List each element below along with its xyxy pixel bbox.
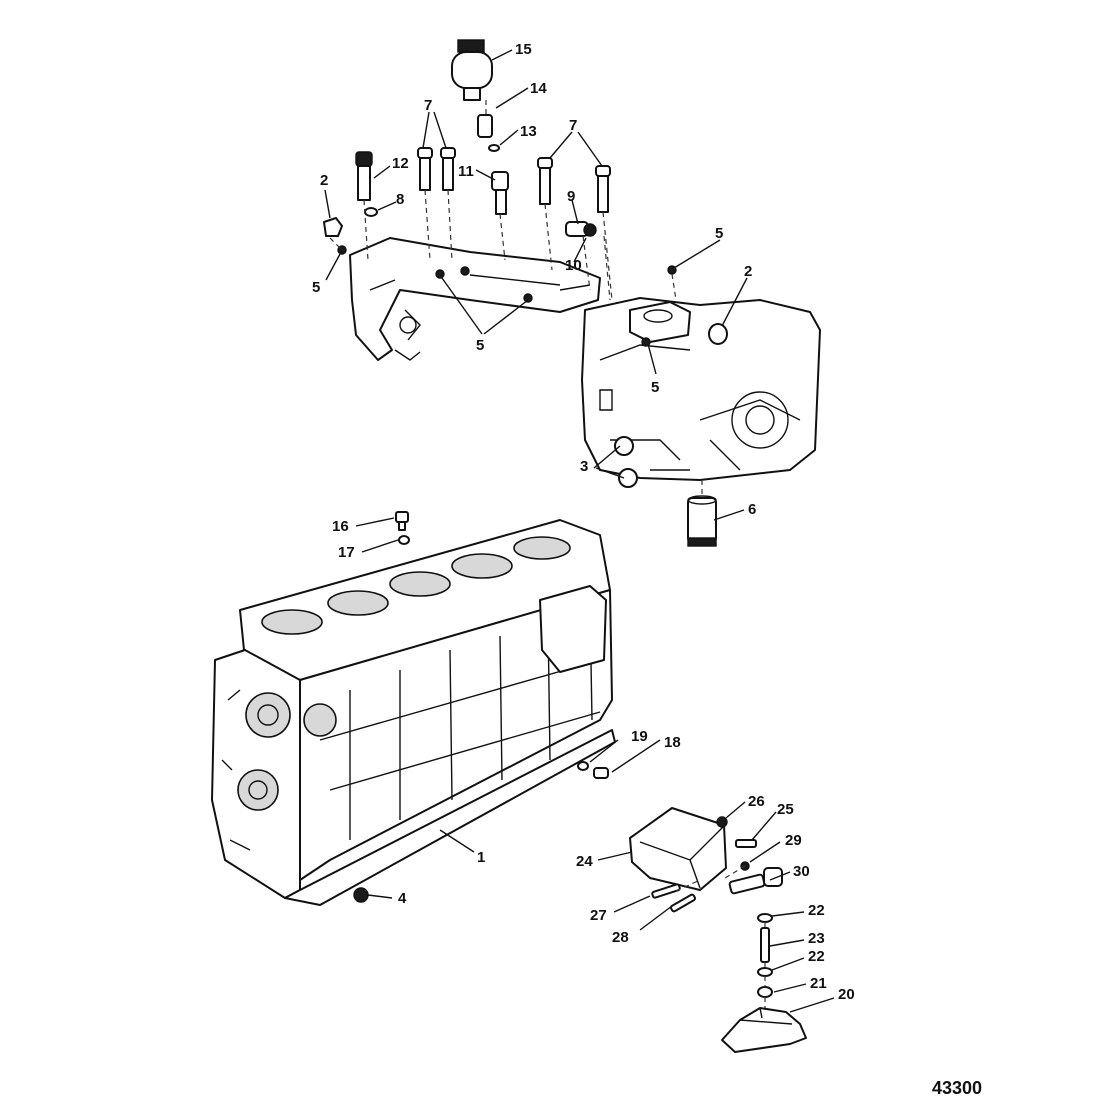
part-21-nut bbox=[757, 986, 773, 998]
callout-5-left: 5 bbox=[312, 279, 320, 296]
callout-18: 18 bbox=[664, 734, 681, 751]
callout-20: 20 bbox=[838, 986, 855, 1003]
callout-15: 15 bbox=[515, 41, 532, 58]
callout-2-left: 2 bbox=[320, 172, 328, 189]
callout-19: 19 bbox=[631, 728, 648, 745]
part-19-washer bbox=[577, 761, 589, 771]
callout-9: 9 bbox=[567, 188, 575, 205]
assembly-lines-mount bbox=[675, 865, 766, 1008]
part-23-bolt bbox=[760, 927, 770, 963]
part-5-plug-a bbox=[337, 245, 347, 255]
part-5-plug-c bbox=[460, 266, 470, 276]
part-16-bolt bbox=[395, 511, 409, 531]
callout-26: 26 bbox=[748, 793, 765, 810]
part-30-stud bbox=[728, 867, 783, 895]
callout-21: 21 bbox=[810, 975, 827, 992]
part-6-filter bbox=[687, 495, 717, 547]
part-12-plug bbox=[355, 151, 373, 201]
part-7-injectors-left bbox=[417, 147, 456, 191]
callout-14: 14 bbox=[530, 80, 547, 97]
part-3-plug-b bbox=[618, 468, 638, 488]
callout-1: 1 bbox=[477, 849, 485, 866]
part-20-mount bbox=[721, 1007, 807, 1053]
part-2-plug-left bbox=[323, 217, 343, 237]
callout-27: 27 bbox=[590, 907, 607, 924]
callout-5-center: 5 bbox=[476, 337, 484, 354]
callout-2-right: 2 bbox=[744, 263, 752, 280]
callout-30: 30 bbox=[793, 863, 810, 880]
part-28-bolt bbox=[669, 893, 697, 913]
leader-lines bbox=[324, 49, 835, 1013]
part-22-washer-bottom bbox=[757, 967, 773, 977]
part-1-engine-block bbox=[211, 519, 616, 906]
part-27-bolt bbox=[651, 883, 681, 899]
part-4-plug bbox=[353, 887, 369, 903]
callout-16: 16 bbox=[332, 518, 349, 535]
callout-3: 3 bbox=[580, 458, 588, 475]
part-3-plug-a bbox=[614, 436, 634, 456]
callout-11: 11 bbox=[458, 163, 474, 180]
callout-12: 12 bbox=[392, 155, 409, 172]
part-2-plug-right bbox=[708, 323, 728, 345]
part-11-fitting bbox=[491, 171, 509, 215]
assembly-lines-upper bbox=[329, 100, 703, 498]
part-5-plug-b bbox=[435, 269, 445, 279]
upper-housing bbox=[349, 237, 821, 481]
part-26-nut bbox=[716, 816, 728, 828]
part-8-washer bbox=[364, 207, 378, 217]
callout-10: 10 bbox=[565, 257, 582, 274]
part-25-bolt bbox=[735, 839, 757, 848]
callout-28: 28 bbox=[612, 929, 629, 946]
callout-7-right: 7 bbox=[569, 117, 577, 134]
part-13-washer bbox=[488, 144, 500, 152]
callout-24: 24 bbox=[576, 853, 593, 870]
callout-5-upper-right: 5 bbox=[715, 225, 723, 242]
part-18-plug bbox=[593, 767, 609, 779]
callout-6: 6 bbox=[748, 501, 756, 518]
callout-22-bottom: 22 bbox=[808, 948, 825, 965]
part-9-valve bbox=[565, 221, 597, 237]
callout-25: 25 bbox=[777, 801, 794, 818]
part-22-washer-top bbox=[757, 913, 773, 923]
part-17-washer bbox=[398, 535, 410, 545]
callout-23: 23 bbox=[808, 930, 825, 947]
callout-22-top: 22 bbox=[808, 902, 825, 919]
callout-5-right: 5 bbox=[651, 379, 659, 396]
part-14-adapter bbox=[477, 114, 493, 138]
callout-8: 8 bbox=[396, 191, 404, 208]
callout-29: 29 bbox=[785, 832, 802, 849]
figure-number: 43300 bbox=[932, 1078, 982, 1098]
callout-4: 4 bbox=[398, 890, 407, 907]
part-15-sender bbox=[451, 39, 493, 101]
part-5-plug-d bbox=[523, 293, 533, 303]
callout-7-left: 7 bbox=[424, 97, 432, 114]
callout-13: 13 bbox=[520, 123, 537, 140]
callout-17: 17 bbox=[338, 544, 355, 561]
part-24-bracket bbox=[629, 807, 727, 891]
